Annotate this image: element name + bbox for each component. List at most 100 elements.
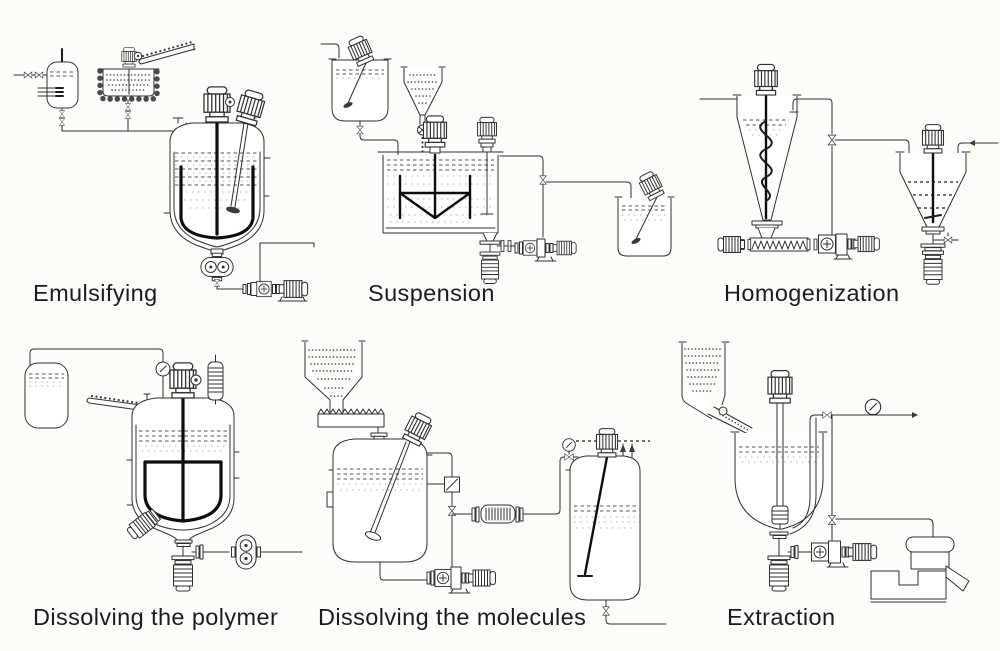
dissolving-molecules-diagram <box>301 340 667 625</box>
conical-screw-vessel <box>732 63 802 239</box>
discharge-pump <box>242 280 309 302</box>
inline-disperser-icon <box>479 251 501 284</box>
branch-pipe <box>831 518 934 542</box>
powder-hopper <box>678 341 753 435</box>
transfer-pipe <box>542 181 632 238</box>
return-pipe <box>259 242 315 283</box>
flow-arrow-icon <box>912 412 918 418</box>
pump-motor-icon <box>853 235 880 253</box>
collector-unit <box>870 536 970 603</box>
inline-disperser-icon <box>922 250 944 285</box>
agitator-motor-icon <box>422 115 448 148</box>
feed-conveyor <box>138 40 196 65</box>
pressure-gauge-icon <box>562 438 576 452</box>
transfer-pump <box>818 233 880 260</box>
chute <box>707 406 753 435</box>
feed-line <box>13 71 49 79</box>
extraction-diagram <box>678 341 970 603</box>
bottom-outlet-disperser <box>767 531 812 592</box>
pump-motor-icon <box>552 240 577 256</box>
panel-label-dissolving-polymer: Dissolving the polymer <box>33 604 279 630</box>
inlet-pipe <box>957 142 999 164</box>
receiving-tank <box>614 169 675 257</box>
agitator-motor-icon <box>767 370 793 404</box>
transfer-pipe <box>61 122 187 132</box>
side-disperser <box>126 508 161 540</box>
jacketed-melting-tank <box>97 47 160 132</box>
side-agitator-shaft <box>230 122 249 208</box>
vapor-pipe <box>29 348 164 372</box>
valve-icon <box>822 411 832 419</box>
holding-vessel <box>565 428 667 625</box>
valve-icon <box>828 515 836 525</box>
tilted-motor-icon <box>233 87 268 127</box>
pump-motor-icon <box>468 569 496 587</box>
inline-disperser-icon <box>171 555 195 592</box>
pump-motor-icon <box>847 543 878 561</box>
agitator-motor-icon <box>921 124 945 154</box>
transfer-pipe <box>834 139 910 158</box>
recirculation-pipe <box>499 155 544 176</box>
gear-pump <box>200 248 244 290</box>
valve-icon <box>59 118 65 126</box>
valve-icon <box>23 71 33 79</box>
pump-motor-icon <box>278 280 309 298</box>
panel-label-homogenization: Homogenization <box>724 280 900 306</box>
circulation-pump <box>514 238 577 262</box>
valve-icon <box>125 103 131 111</box>
flow-arrow-icon <box>969 140 975 146</box>
panel-label-suspension: Suspension <box>368 280 495 306</box>
valve-icon <box>125 111 131 119</box>
valve-icon <box>539 175 547 185</box>
extraction-vessel <box>730 370 828 535</box>
helical-screw <box>759 120 773 202</box>
discharge-spout <box>945 565 970 592</box>
suspension-tank <box>377 115 504 234</box>
powder-hopper <box>301 340 366 412</box>
transfer-pipe <box>522 456 579 515</box>
valve-icon <box>564 453 574 461</box>
flow-arrow-icon <box>620 444 635 452</box>
inline-mixer-motor-icon <box>477 116 497 144</box>
dissolver-vessel <box>126 354 240 541</box>
solvent-vessel <box>24 362 69 429</box>
valve-icon <box>356 125 364 135</box>
feed-line <box>320 43 340 59</box>
conical-settling-vessel <box>895 124 971 285</box>
homogenization-diagram <box>699 63 999 285</box>
screw-motor-icon <box>717 236 745 253</box>
premix-vessel <box>328 33 399 157</box>
screw-feeder <box>317 408 388 441</box>
valve-icon <box>214 279 220 287</box>
emulsifying-diagram <box>13 40 315 302</box>
dip-pipe <box>789 417 817 535</box>
disperser-disc-icon <box>364 531 382 541</box>
baffle-frame <box>398 153 472 220</box>
bottom-outlet-disperser <box>171 539 230 592</box>
valve-icon <box>602 606 610 616</box>
valve-icon <box>943 236 953 244</box>
panel-label-dissolving-molecules: Dissolving the molecules <box>318 604 587 630</box>
discharge-pump <box>811 540 878 568</box>
disperser-disc-icon <box>226 206 240 214</box>
dissolver-vessel <box>326 409 435 563</box>
discharge-screw-conveyor <box>717 236 818 253</box>
circulation-pump <box>379 561 496 594</box>
circulation-pipe <box>426 452 453 568</box>
tank-outlet-disperser <box>479 232 516 284</box>
pressure-gauge-icon <box>155 361 171 377</box>
inline-disperser-icon <box>767 555 791 592</box>
pressure-gauge-icon <box>864 398 882 416</box>
panel-label-emulsifying: Emulsifying <box>33 280 158 306</box>
condenser-column <box>207 354 224 405</box>
premix-vessel <box>37 48 79 132</box>
tilted-motor-icon <box>636 169 666 202</box>
agitator-motor-icon <box>595 428 619 458</box>
agitator-motor-icon <box>754 63 778 96</box>
panel-label-extraction: Extraction <box>727 604 836 630</box>
emulsifying-vessel <box>163 86 271 253</box>
suspension-diagram <box>320 33 675 284</box>
top-pipe <box>809 414 913 421</box>
